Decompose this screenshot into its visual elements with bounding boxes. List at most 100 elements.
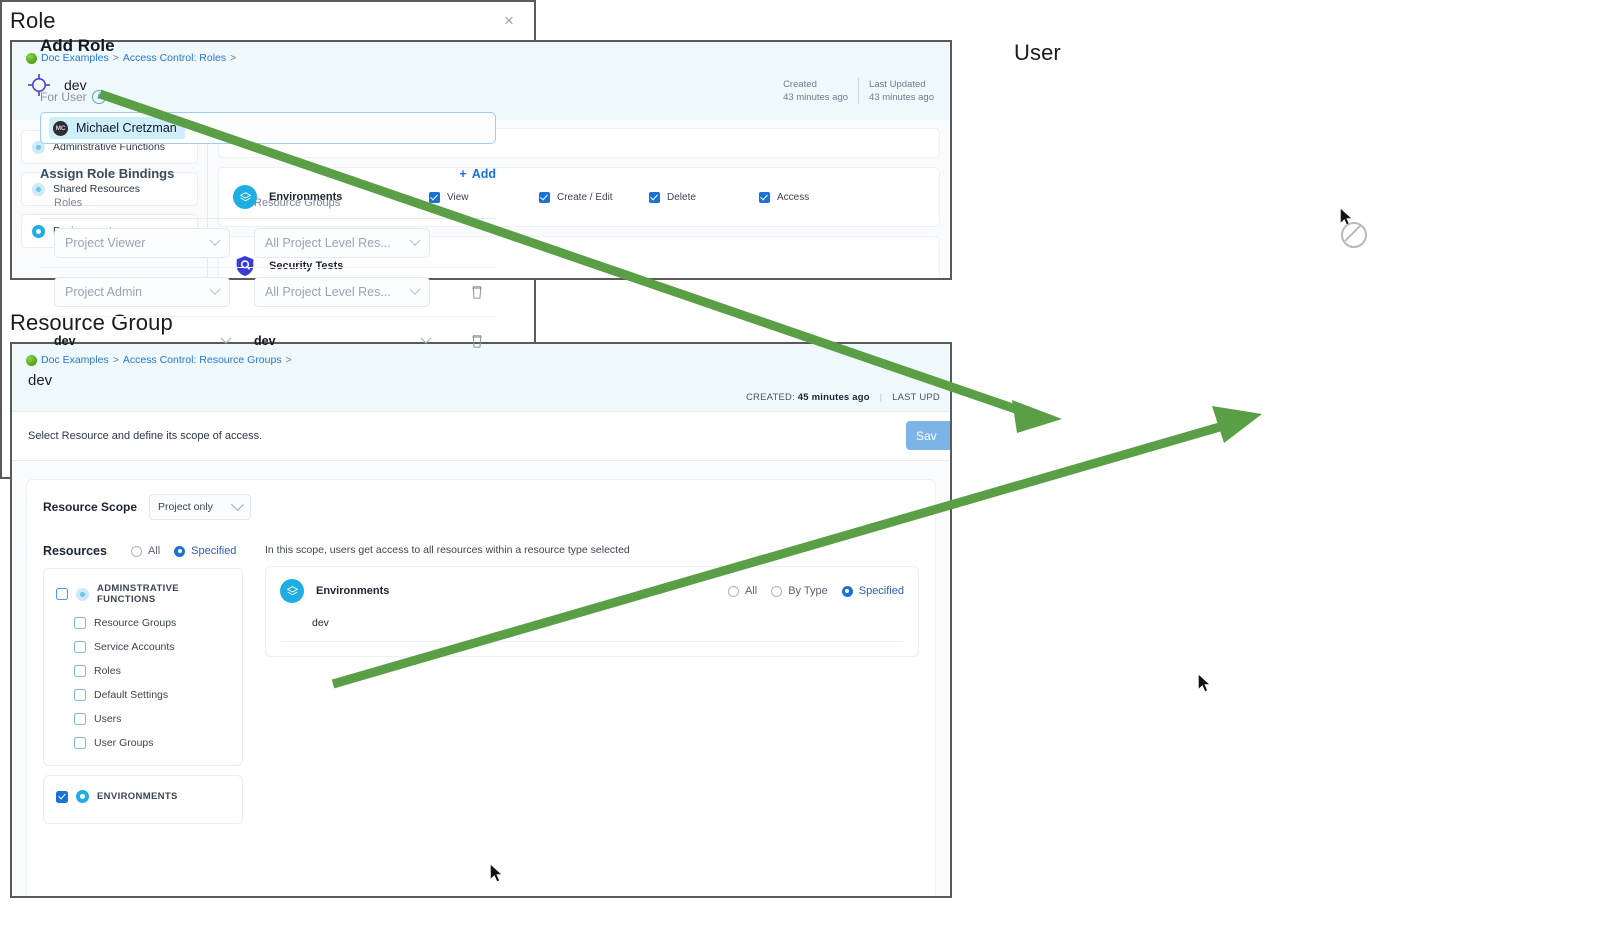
list-item-resource-groups[interactable]: Resource Groups	[44, 611, 242, 635]
mouse-cursor-resource-group	[490, 864, 504, 883]
resources-selector: Resources All Specified	[43, 544, 261, 833]
environments-selected-value: dev	[280, 603, 904, 642]
checkbox-icon[interactable]	[74, 617, 86, 629]
add-binding-button[interactable]: + Add	[459, 167, 496, 181]
breadcrumb-root[interactable]: Doc Examples	[41, 354, 109, 366]
radio-icon	[727, 585, 739, 597]
list-item-roles[interactable]: Roles	[44, 659, 242, 683]
add-label: Add	[471, 166, 496, 181]
dialog-inner: × Add Role For User i MC Michael Cretzma…	[2, 2, 534, 477]
radio-env-specified[interactable]: Specified	[841, 585, 904, 597]
dialog-title: Add Role	[40, 36, 115, 55]
save-button[interactable]: Sav	[906, 421, 950, 450]
delete-icon[interactable]	[470, 284, 484, 300]
resource-group-value: All Project Level Res...	[265, 236, 391, 250]
list-item-label: Roles	[94, 665, 121, 677]
radio-resources-all[interactable]: All	[130, 545, 160, 557]
radio-resources-specified[interactable]: Specified	[174, 545, 236, 557]
list-item-users[interactable]: Users	[44, 707, 242, 731]
rg-created-label: CREATED:	[746, 392, 795, 403]
radio-env-all[interactable]: All	[727, 585, 757, 597]
resource-group-select[interactable]: All Project Level Res...	[254, 228, 430, 258]
checkbox-icon[interactable]	[74, 737, 86, 749]
row-actions	[434, 284, 496, 300]
breadcrumb-page[interactable]: Access Control: Roles	[122, 52, 227, 64]
avatar: MC	[53, 120, 68, 136]
chevron-down-icon	[420, 332, 432, 344]
role-cell: Project Admin	[54, 277, 254, 307]
role-value: Project Admin	[65, 285, 143, 299]
info-icon[interactable]: i	[91, 90, 106, 104]
checkbox-icon[interactable]	[74, 665, 86, 677]
list-item-user-groups[interactable]: User Groups	[44, 731, 242, 755]
delete-icon[interactable]	[470, 333, 484, 349]
checkbox-icon[interactable]	[759, 191, 770, 203]
for-user-label-row: For User i	[40, 90, 496, 104]
checkbox-icon[interactable]	[74, 713, 86, 725]
checkbox-icon[interactable]	[56, 588, 68, 600]
resource-scope-select[interactable]: Project only	[149, 494, 252, 520]
rg-updated-label: LAST UPD	[892, 392, 940, 403]
plus-icon: +	[459, 166, 467, 181]
radio-label: Specified	[191, 545, 237, 557]
role-select[interactable]: dev	[54, 332, 236, 348]
environments-dot-icon	[76, 790, 89, 803]
breadcrumb-root[interactable]: Doc Examples	[41, 52, 109, 64]
group-label: ENVIRONMENTS	[97, 791, 178, 802]
chevron-down-icon	[409, 234, 421, 246]
meta-divider: |	[879, 392, 883, 403]
list-item-label: Users	[94, 713, 122, 725]
user-field[interactable]: MC Michael Cretzman	[40, 112, 496, 144]
checkbox-icon[interactable]	[74, 641, 86, 653]
breadcrumb-separator: >	[112, 52, 119, 64]
resource-group-name: dev	[28, 372, 53, 389]
bindings-columns: Roles Resource Groups	[40, 197, 496, 219]
environments-scope-card: Environments All By Type S	[265, 566, 919, 657]
meta-updated: Last Updated 43 minutes ago	[858, 78, 944, 104]
group-header[interactable]: ADMINSTRATIVE FUNCTIONS	[44, 579, 242, 611]
category-dot-icon	[32, 140, 45, 154]
group-header[interactable]: ENVIRONMENTS	[44, 786, 242, 809]
permission-delete[interactable]: Delete	[649, 191, 759, 203]
checkbox-icon[interactable]	[74, 689, 86, 701]
resource-group-value: dev	[254, 334, 276, 348]
resource-scope-row: Resource Scope Project only	[43, 494, 919, 520]
resources-title: Resources	[43, 544, 107, 558]
role-cell: Project Viewer	[54, 228, 254, 258]
leaf-icon	[26, 52, 37, 64]
environments-scope-header: Environments All By Type S	[280, 579, 904, 603]
list-item-service-accounts[interactable]: Service Accounts	[44, 635, 242, 659]
resource-scope-label: Resource Scope	[43, 500, 138, 514]
radio-label: Specified	[858, 585, 904, 597]
no-drop-icon	[1341, 222, 1367, 248]
column-header-roles: Roles	[54, 197, 83, 209]
permission-create-edit[interactable]: Create / Edit	[539, 191, 649, 203]
resource-group-cell: dev	[254, 332, 436, 348]
page-title-role: Role	[10, 8, 56, 33]
chevron-down-icon	[209, 234, 221, 246]
checkbox-icon[interactable]	[649, 191, 660, 203]
chevron-down-icon	[220, 332, 232, 344]
rg-hint: Select Resource and define its scope of …	[28, 430, 263, 442]
resource-group-select[interactable]: All Project Level Res...	[254, 277, 430, 307]
checkbox-icon-checked[interactable]	[56, 790, 68, 803]
scope-hint: In this scope, users get access to all r…	[265, 544, 630, 556]
meta-updated-label: Last Updated	[869, 79, 926, 90]
resource-group-select[interactable]: dev	[254, 332, 436, 348]
user-chip[interactable]: MC Michael Cretzman	[49, 117, 185, 139]
role-select[interactable]: Project Admin	[54, 277, 230, 307]
permission-access[interactable]: Access	[759, 191, 869, 203]
radio-env-by-type[interactable]: By Type	[771, 585, 828, 597]
rg-created-value: 45 minutes ago	[797, 392, 870, 403]
role-select[interactable]: Project Viewer	[54, 228, 230, 258]
resource-group-administrative-functions: ADMINSTRATIVE FUNCTIONS Resource Groups …	[43, 568, 243, 766]
checkbox-icon[interactable]	[539, 191, 550, 203]
meta-created-label: Created	[783, 79, 817, 90]
radio-icon-selected	[841, 585, 853, 597]
leaf-icon	[26, 354, 37, 366]
breadcrumb-separator-2: >	[230, 52, 237, 64]
chevron-down-icon	[409, 283, 421, 295]
list-item-default-settings[interactable]: Default Settings	[44, 683, 242, 707]
close-icon[interactable]: ×	[504, 11, 514, 30]
environments-icon	[280, 579, 304, 603]
